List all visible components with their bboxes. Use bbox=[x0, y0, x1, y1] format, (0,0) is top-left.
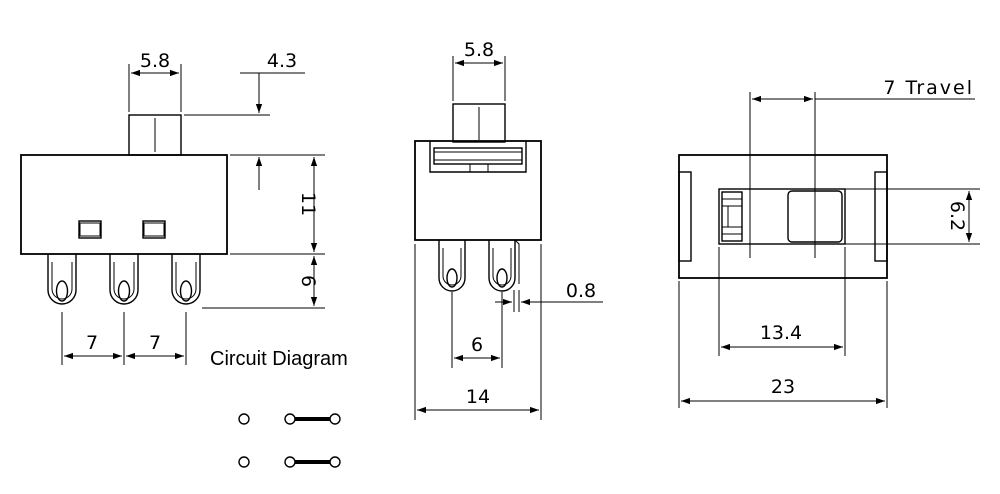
top-body bbox=[678, 154, 888, 279]
circuit-contact bbox=[238, 456, 250, 468]
circuit-diagram: Circuit Diagram bbox=[210, 348, 348, 468]
top-dim-slot-height: 6.2 bbox=[946, 201, 968, 231]
side-terminal-left bbox=[438, 240, 466, 292]
side-body bbox=[414, 140, 542, 241]
top-view: 7 Travel 6.2 13.4 23 bbox=[678, 77, 980, 408]
side-view: 5.8 0.8 6 14 bbox=[414, 39, 603, 420]
top-dim-overall-length: 23 bbox=[771, 376, 795, 398]
front-terminal-1 bbox=[47, 254, 77, 305]
side-actuator bbox=[452, 103, 506, 143]
circuit-contact bbox=[238, 413, 250, 425]
front-window-left bbox=[78, 220, 102, 239]
side-dim-actuator-width: 5.8 bbox=[464, 39, 494, 61]
circuit-diagram-title: Circuit Diagram bbox=[210, 348, 348, 370]
front-dim-terminal-length: 6 bbox=[297, 275, 319, 287]
front-window-right bbox=[142, 220, 166, 239]
top-slot bbox=[718, 188, 846, 245]
circuit-contact bbox=[329, 456, 341, 468]
front-terminal-2 bbox=[109, 254, 139, 305]
top-dim-travel: 7 Travel bbox=[883, 77, 974, 99]
circuit-contact bbox=[329, 413, 341, 425]
side-dim-body-width: 14 bbox=[466, 386, 490, 408]
top-end-tab-left bbox=[678, 171, 692, 262]
front-dim-actuator-height: 4.3 bbox=[267, 50, 297, 72]
side-slider bbox=[433, 147, 523, 165]
front-dim-pitch-right: 7 bbox=[149, 332, 161, 354]
top-dim-slot-length: 13.4 bbox=[760, 322, 802, 344]
side-terminal-right bbox=[488, 239, 520, 292]
top-end-tab-right bbox=[874, 171, 888, 262]
front-terminal-3 bbox=[171, 254, 201, 305]
front-view: 5.8 4.3 11 6 7 7 bbox=[20, 50, 325, 365]
side-dim-terminal-thickness: 0.8 bbox=[566, 280, 596, 302]
front-body bbox=[20, 154, 228, 255]
side-dim-terminal-spacing: 6 bbox=[471, 334, 483, 356]
front-dim-body-height: 11 bbox=[297, 192, 319, 216]
front-dim-actuator-width: 5.8 bbox=[140, 50, 170, 72]
circuit-contact bbox=[284, 413, 296, 425]
circuit-contact bbox=[284, 456, 296, 468]
front-dim-pitch-left: 7 bbox=[86, 332, 98, 354]
